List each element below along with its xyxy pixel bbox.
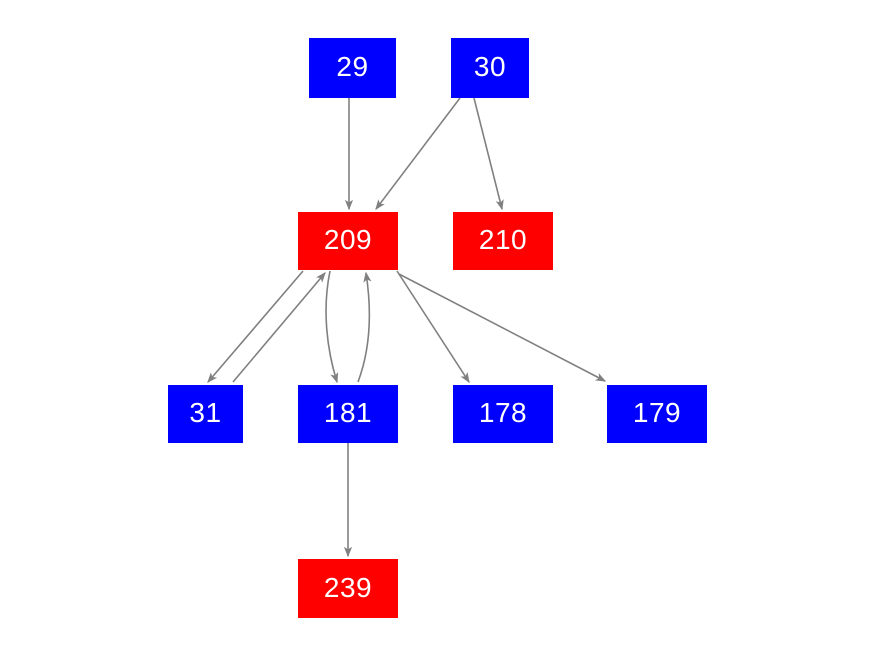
- graph-node-181[interactable]: 181: [298, 385, 398, 443]
- edge-181-to-209: [357, 271, 372, 383]
- node-label: 210: [478, 224, 528, 255]
- edge-30-to-210: [473, 97, 504, 211]
- node-label: 29: [336, 51, 369, 82]
- edge-30-to-209: [375, 97, 461, 211]
- edge-209-to-179: [398, 273, 607, 382]
- edge-209-to-178: [396, 270, 470, 384]
- node-label: 179: [632, 397, 682, 428]
- node-label: 209: [323, 224, 373, 255]
- edge-209-to-181: [325, 270, 339, 384]
- node-label: 30: [473, 51, 507, 82]
- graph-node-210[interactable]: 210: [453, 212, 553, 270]
- graph-node-30[interactable]: 30: [451, 38, 529, 98]
- node-label: 31: [189, 397, 222, 428]
- edge-209-to-31: [207, 270, 304, 383]
- graph-node-31[interactable]: 31: [168, 385, 243, 443]
- graph-node-179[interactable]: 179: [607, 385, 707, 443]
- node-label: 181: [323, 397, 373, 428]
- graph-node-209[interactable]: 209: [298, 212, 398, 270]
- graph-node-239[interactable]: 239: [298, 559, 398, 618]
- node-label: 239: [323, 571, 373, 603]
- graph-node-29[interactable]: 29: [309, 38, 396, 98]
- node-label: 178: [478, 397, 528, 428]
- edge-31-to-209: [232, 272, 326, 383]
- graph-node-178[interactable]: 178: [453, 385, 553, 443]
